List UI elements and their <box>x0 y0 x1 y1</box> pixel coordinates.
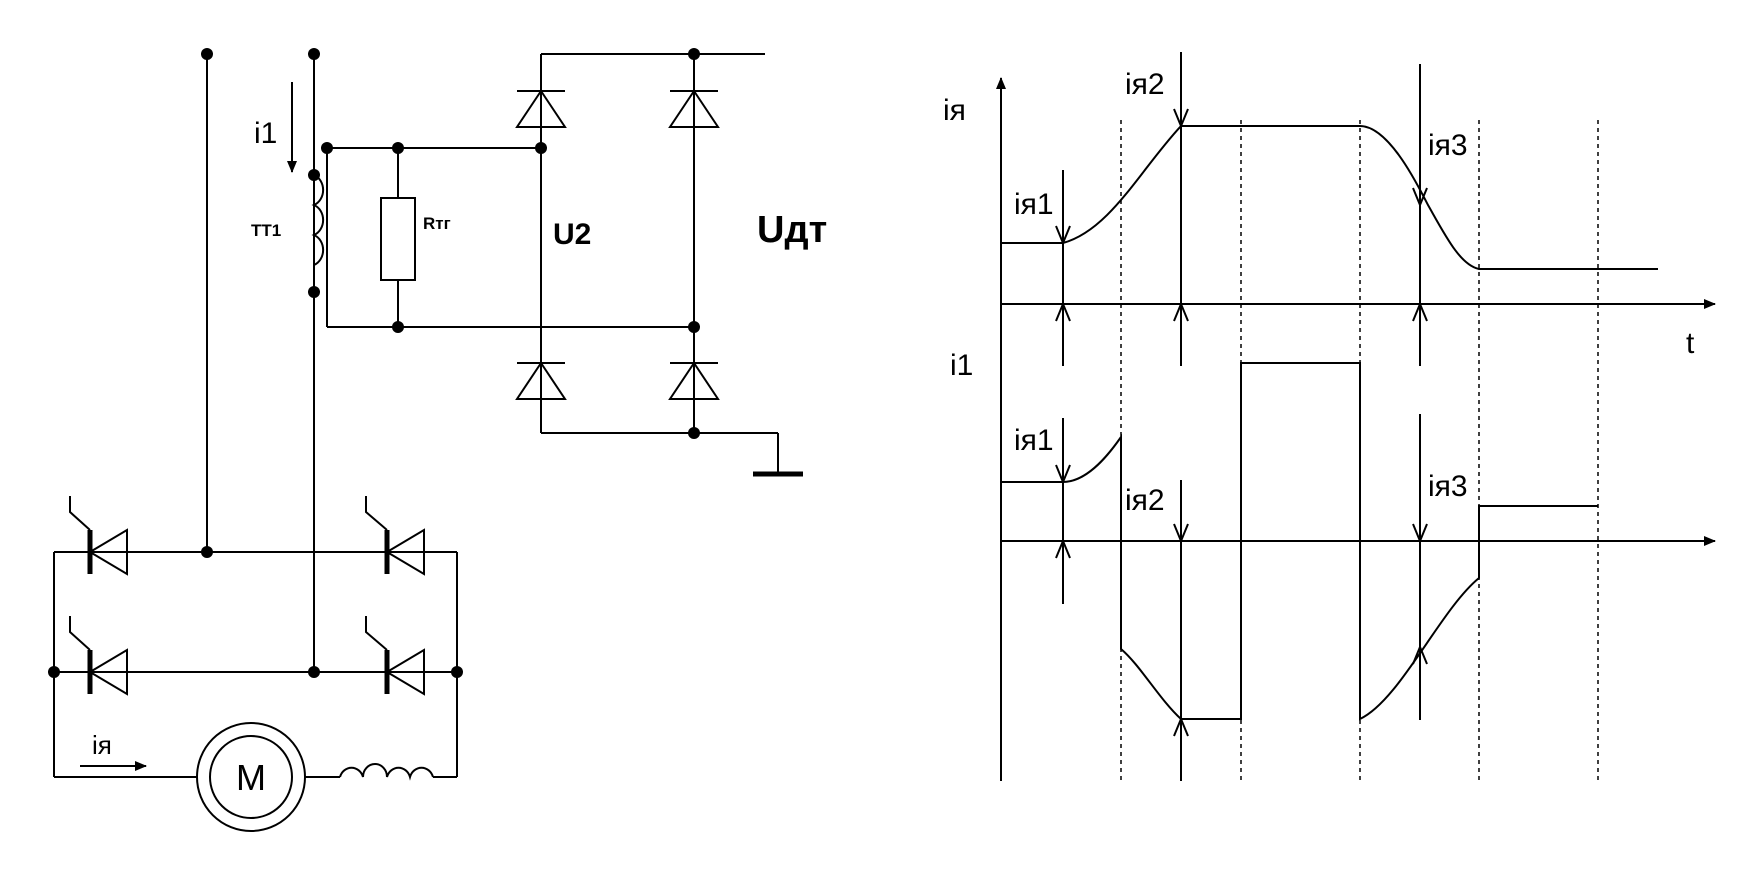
i1-label: i1 <box>254 117 277 150</box>
diode-icon <box>515 89 567 128</box>
transformer-tt1 <box>308 169 325 298</box>
iya-waveform <box>1001 125 1658 270</box>
iya3-bottom-label: iя3 <box>1428 470 1468 503</box>
junction <box>321 142 333 154</box>
measurement-arrows-top <box>1055 52 1428 366</box>
i1-axis-label: i1 <box>950 349 973 382</box>
inductor-icon <box>339 763 434 781</box>
motor-icon <box>196 722 306 832</box>
thyristor-icon <box>69 496 128 576</box>
iya-label: iя <box>92 730 112 760</box>
iya1-bottom-label: iя1 <box>1014 424 1054 457</box>
resistor-rtg <box>380 148 416 327</box>
junction <box>201 546 213 558</box>
i1-waveform <box>1001 362 1598 721</box>
diode-icon <box>668 89 720 128</box>
diode-icon <box>515 361 567 400</box>
iya1-top-label: iя1 <box>1014 188 1054 221</box>
udt-label: Uдт <box>757 209 827 251</box>
iya-axis-label: iя <box>943 94 966 127</box>
rtg-label: Rтг <box>423 214 451 233</box>
junction <box>451 666 463 678</box>
u2-label: U2 <box>553 218 591 251</box>
iya2-top-label: iя2 <box>1125 68 1165 101</box>
tt1-label: TT1 <box>251 221 281 240</box>
iya2-bottom-label: iя2 <box>1125 484 1165 517</box>
junction <box>48 666 60 678</box>
t-axis-label: t <box>1686 327 1695 360</box>
motor-label: M <box>236 757 266 798</box>
circuit-schematic: i1 TT1 Rтг <box>48 48 827 832</box>
junction <box>308 48 320 60</box>
thyristor-icon <box>365 496 425 576</box>
junction <box>535 142 547 154</box>
thyristor-icon <box>69 616 128 696</box>
junction <box>201 48 213 60</box>
junction <box>688 321 700 333</box>
junction <box>688 427 700 439</box>
timing-diagram: iя i1 t iя1 iя2 iя3 <box>943 52 1716 781</box>
junction <box>688 48 700 60</box>
diode-icon <box>668 361 720 400</box>
iya3-top-label: iя3 <box>1428 129 1468 162</box>
measurement-arrows-bottom <box>1055 414 1428 781</box>
junction <box>308 666 320 678</box>
thyristor-icon <box>365 616 425 696</box>
